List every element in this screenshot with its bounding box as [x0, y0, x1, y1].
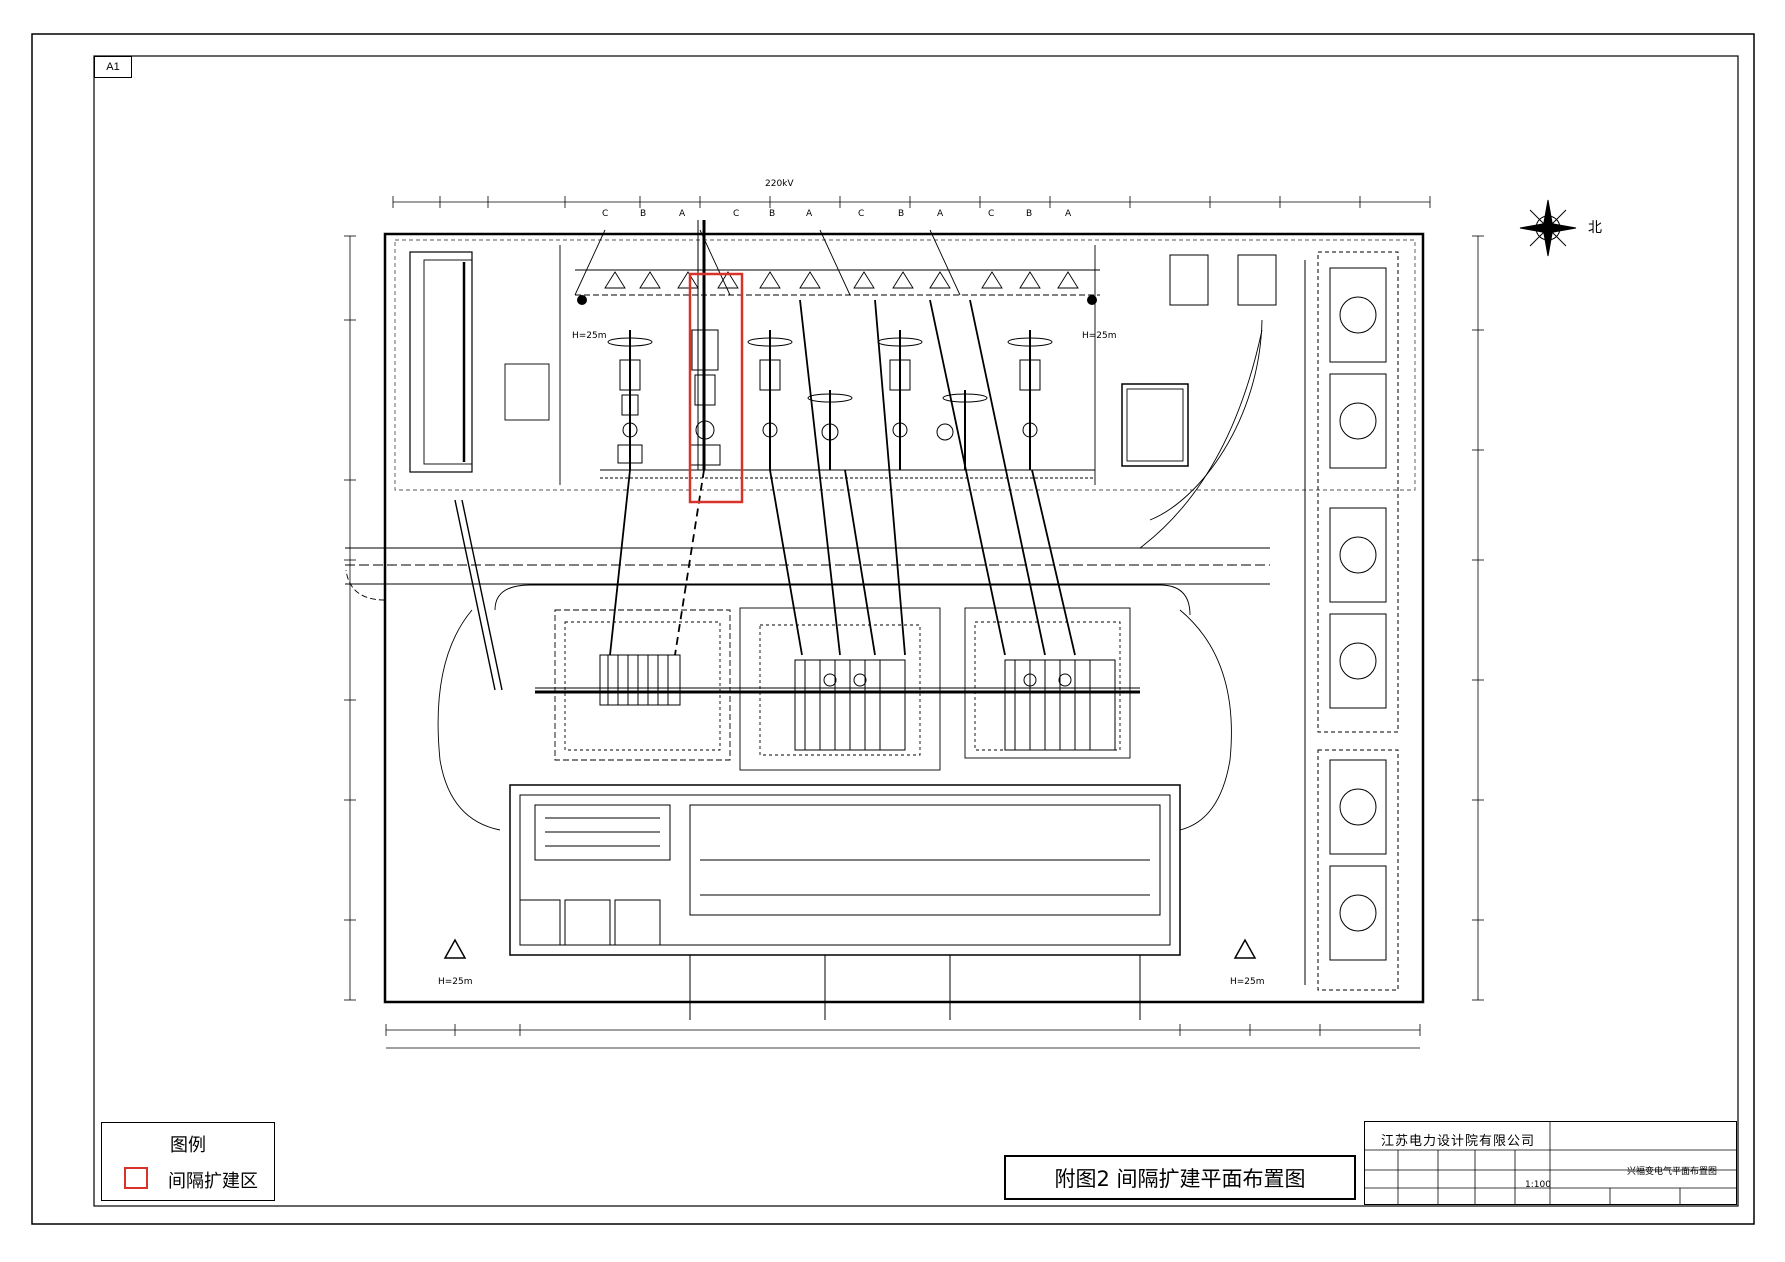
office-block [534, 804, 671, 861]
bay-7 [1007, 330, 1053, 470]
company-name: 江苏电力设计院有限公司 [1381, 1134, 1536, 1149]
transformer-bay-1 [554, 609, 731, 761]
capacitor-bank [1329, 759, 1387, 855]
tower-height-label: H=25m [1082, 331, 1117, 341]
sheet-size-tag: A1 [94, 56, 132, 78]
phase-label: A [679, 209, 686, 219]
phase-label: C [733, 209, 739, 219]
aux-transformer-2 [1237, 254, 1277, 306]
tower-height-label: H=25m [438, 977, 473, 987]
capacitor-bank [1329, 373, 1387, 469]
capacitor-bank [1329, 507, 1387, 603]
legend-box: 图例 间隔扩建区 [101, 1122, 275, 1201]
lightning-tower-symbols [443, 938, 1257, 959]
phase-label: B [1026, 209, 1032, 219]
gantry-row [574, 229, 1100, 296]
phase-label: B [898, 209, 904, 219]
north-arrow: 北 [1519, 199, 1602, 257]
legend-title: 图例 [170, 1135, 206, 1156]
transformer-bay-3 [964, 607, 1131, 759]
control-building-left [409, 251, 473, 473]
substation-fence [383, 232, 1425, 1004]
legend-swatch-expansion [124, 1167, 148, 1189]
lightning-rod [577, 295, 587, 305]
phase-label: C [988, 209, 994, 219]
lightning-rod-group [577, 295, 1097, 305]
phase-label: B [640, 209, 646, 219]
phase-label: C [858, 209, 864, 219]
title-block: 江苏电力设计院有限公司 兴福变电气平面布置图 1:100 [1364, 1121, 1737, 1205]
figure-caption: 附图2 间隔扩建平面布置图 [1004, 1155, 1356, 1200]
room-3 [614, 899, 661, 946]
capacitor-banks [1169, 251, 1399, 991]
room-2 [564, 899, 611, 946]
bay-6 [936, 390, 988, 470]
bay-1 [607, 330, 653, 470]
drawing-scale: 1:100 [1525, 1180, 1551, 1190]
phase-insulator-group [604, 271, 1079, 289]
equipment-room-left [504, 363, 550, 421]
aux-transformer-1 [1169, 254, 1209, 306]
lightning-rod [1087, 295, 1097, 305]
feeder-note: 220kV [765, 179, 794, 189]
transformer-equipment [599, 654, 1116, 751]
bottom-dimension-line [385, 1024, 1421, 1049]
tower-height-label: H=25m [1230, 977, 1265, 987]
outer-border [31, 33, 1755, 1225]
lightning-tower [1233, 938, 1257, 959]
side-dimension-lines [344, 235, 1484, 1001]
phase-label: C [602, 209, 608, 219]
drawing-name: 兴福变电气平面布置图 [1627, 1167, 1718, 1177]
phase-label: B [769, 209, 775, 219]
inner-border [93, 55, 1739, 1207]
transformer-bay-2 [739, 607, 941, 771]
phase-label: A [806, 209, 813, 219]
lightning-tower [443, 938, 467, 959]
bay-equipment [600, 220, 1095, 479]
phase-label: A [937, 209, 944, 219]
cable-trench [454, 499, 503, 691]
bay-5 [877, 330, 923, 470]
distribution-building [509, 784, 1181, 1020]
legend-label-expansion: 间隔扩建区 [168, 1171, 258, 1192]
tower-height-label: H=25m [572, 331, 607, 341]
transformer-1 [599, 654, 681, 706]
pump-house [1121, 383, 1189, 467]
bay-3 [747, 330, 793, 470]
room-1 [519, 899, 561, 946]
road-network [345, 319, 1270, 831]
phase-label: A [1065, 209, 1072, 219]
capacitor-bank [1329, 267, 1387, 363]
bay-2-expansion [689, 220, 721, 470]
transformer-area [494, 584, 1191, 771]
top-dimension-line [392, 196, 1431, 208]
capacitor-bank [1329, 865, 1387, 961]
bay-4 [807, 390, 853, 470]
title-block-grid [1364, 1121, 1737, 1205]
switchyard-220kv [394, 239, 1416, 491]
capacitor-bank [1329, 613, 1387, 709]
expansion-zone-highlight [688, 272, 744, 504]
north-label: 北 [1588, 220, 1602, 236]
switchgear-room [689, 804, 1161, 916]
